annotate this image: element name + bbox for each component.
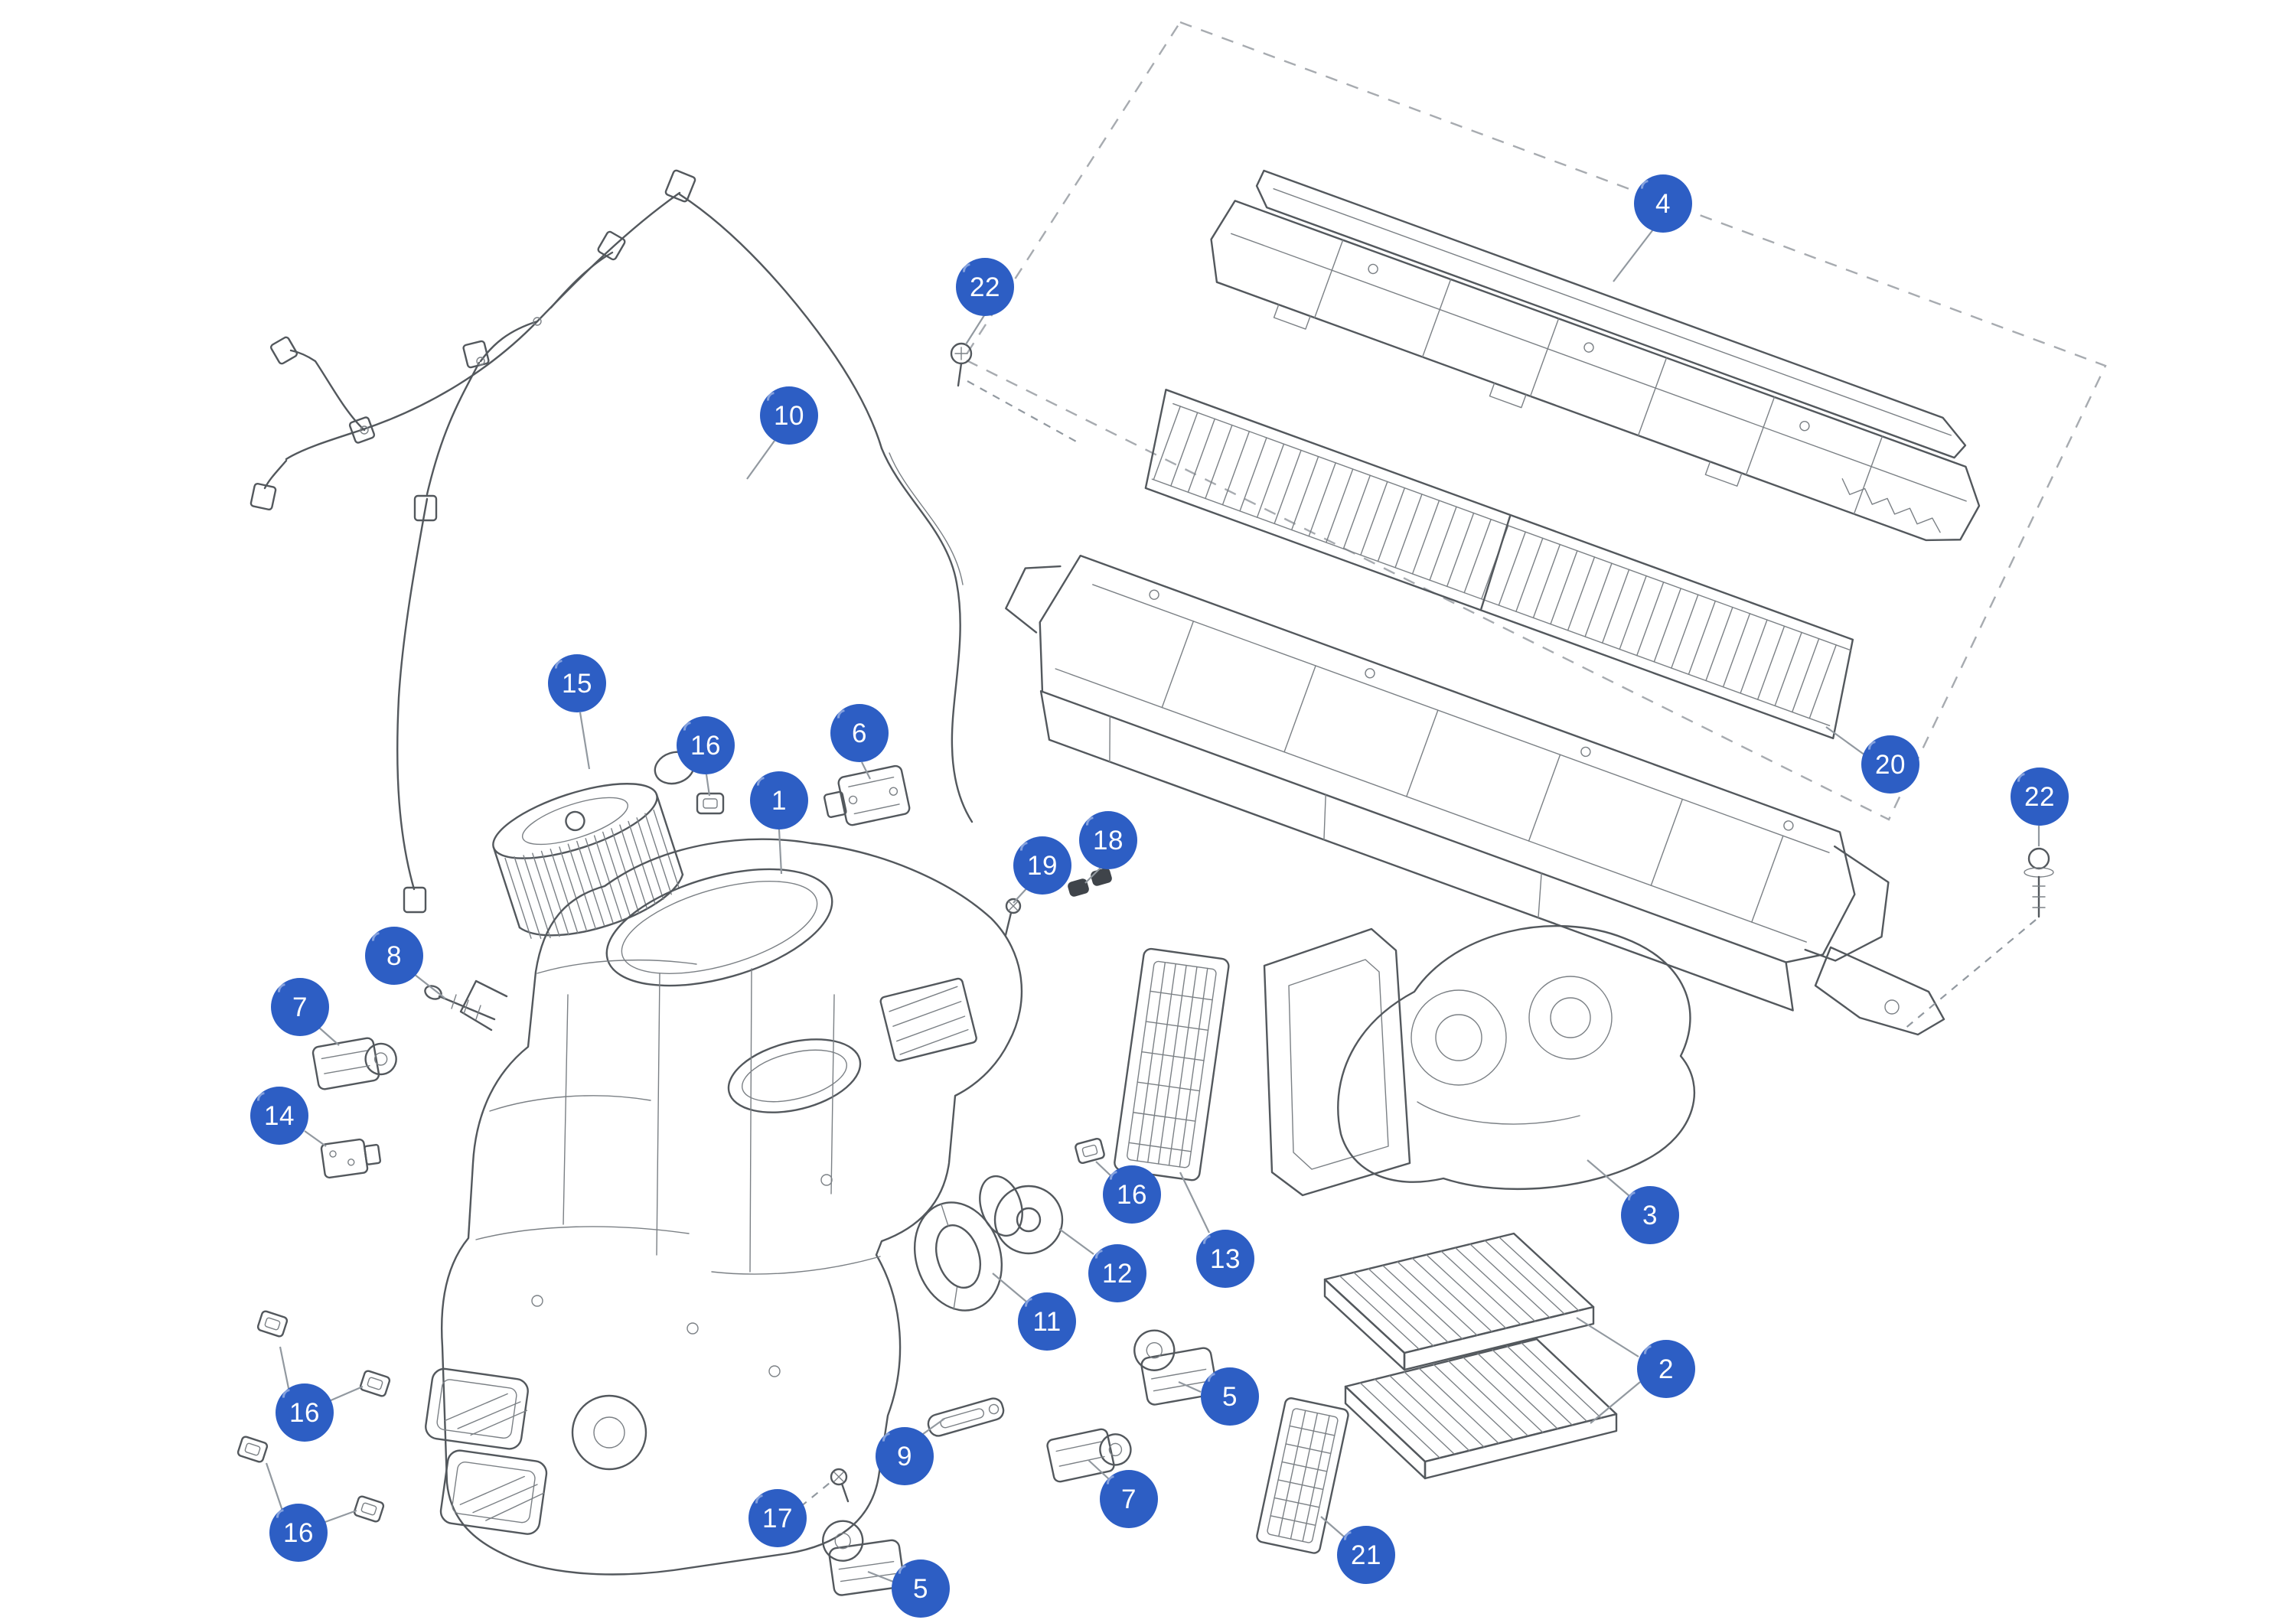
part-14-sensor-drawing [320, 1138, 382, 1179]
callout-13-15[interactable]: 13 [1196, 1230, 1254, 1288]
leader-lines [265, 229, 2040, 1583]
leader-line [778, 829, 783, 875]
part-6-module-drawing [823, 764, 911, 826]
leader-line [861, 761, 871, 780]
part-16-clip-drawing [353, 1495, 385, 1523]
leader-line [1058, 1228, 1094, 1255]
leader-line [992, 1273, 1027, 1302]
part-16-clip-drawing [696, 792, 725, 815]
end-bracket-drawing [1814, 946, 1945, 1036]
callout-5-26[interactable]: 5 [892, 1559, 950, 1618]
part-22-screw-drawing [950, 342, 973, 387]
leader-line [1088, 1459, 1110, 1480]
part-16-clip-drawing [236, 1436, 269, 1463]
leader-line [279, 1346, 291, 1393]
leader-line [1095, 1161, 1113, 1178]
part-11-foam-ring-drawing [913, 1201, 1003, 1312]
part-4-cowl-drawing [1210, 169, 1981, 542]
leader-line [1320, 1516, 1345, 1538]
callout-7-12[interactable]: 7 [271, 978, 329, 1036]
callout-8-11[interactable]: 8 [365, 927, 423, 985]
leader-line [318, 1027, 340, 1046]
leader-line [1587, 1159, 1630, 1197]
callout-10-2[interactable]: 10 [760, 386, 818, 445]
leader-line [413, 973, 446, 999]
leader-line-dashed [967, 380, 1078, 443]
part-7-actuator-drawing [1046, 1428, 1132, 1483]
part-7-actuator-drawing [311, 1037, 397, 1090]
part-9-bracket-drawing [927, 1397, 1005, 1437]
callout-7-23[interactable]: 7 [1100, 1470, 1158, 1528]
callout-16-25[interactable]: 16 [269, 1504, 328, 1562]
callout-18-8[interactable]: 18 [1079, 811, 1137, 869]
callout-15-3[interactable]: 15 [548, 654, 606, 712]
callout-16-14[interactable]: 16 [1103, 1165, 1161, 1224]
leader-line [965, 312, 987, 345]
leader-line [579, 712, 591, 770]
callout-21-27[interactable]: 21 [1337, 1526, 1395, 1584]
leader-line [1590, 1381, 1641, 1424]
part-13-panel-drawing [1114, 947, 1230, 1181]
part-15-blower-drawing [492, 751, 696, 939]
part-5-actuator-drawing [1133, 1329, 1218, 1406]
leader-line-dashed [800, 1482, 830, 1507]
leader-line [1178, 1380, 1202, 1393]
part-17-screw-drawing [830, 1468, 850, 1503]
callout-2-19[interactable]: 2 [1637, 1340, 1695, 1398]
part-19-screw-drawing [1004, 898, 1022, 937]
leader-line [867, 1570, 894, 1583]
callout-22-10[interactable]: 22 [2011, 768, 2069, 826]
leader-line [1613, 229, 1654, 282]
leader-line [304, 1130, 327, 1147]
part-22-screw-drawing [2024, 847, 2054, 918]
leader-line [1576, 1317, 1639, 1357]
part-16-clip-drawing [256, 1310, 289, 1338]
callout-14-13[interactable]: 14 [250, 1087, 308, 1145]
air-intake-housing-drawing [1005, 554, 1890, 1012]
callout-17-22[interactable]: 17 [748, 1489, 807, 1547]
part-20-filter-drawing [1144, 389, 1854, 740]
part-5-actuator-drawing [822, 1520, 905, 1596]
leader-line [922, 1418, 945, 1435]
leader-line [705, 774, 711, 797]
leader-line [1825, 726, 1866, 756]
part-3-duct-drawing [1263, 924, 1696, 1197]
leader-line [746, 440, 775, 480]
callout-20-9[interactable]: 20 [1861, 735, 1919, 794]
part-16-clip-drawing [359, 1370, 391, 1397]
part-2-filters-drawing [1323, 1232, 1618, 1480]
leader-line [265, 1462, 285, 1514]
part-10-harness-drawing [249, 169, 974, 914]
callout-16-4[interactable]: 16 [677, 716, 735, 774]
leader-line [322, 1509, 357, 1524]
callout-12-16[interactable]: 12 [1088, 1244, 1146, 1302]
leader-line [1179, 1172, 1210, 1234]
leader-line [328, 1385, 364, 1403]
callout-16-20[interactable]: 16 [276, 1383, 334, 1442]
callout-4-0[interactable]: 4 [1634, 174, 1692, 233]
callout-19-7[interactable]: 19 [1013, 836, 1071, 895]
callout-5-24[interactable]: 5 [1201, 1367, 1259, 1426]
callout-6-5[interactable]: 6 [830, 704, 889, 762]
exploded-group-boundary [962, 21, 2107, 821]
part-16-clip-drawing [1075, 1137, 1105, 1165]
callout-11-17[interactable]: 11 [1018, 1292, 1076, 1351]
callout-3-18[interactable]: 3 [1621, 1186, 1679, 1244]
callout-22-1[interactable]: 22 [956, 258, 1014, 316]
part-8-bolt-drawing [424, 985, 496, 1021]
part-1-hvac-housing-drawing [425, 838, 1023, 1576]
callout-9-21[interactable]: 9 [876, 1427, 934, 1485]
callout-1-6[interactable]: 1 [750, 771, 808, 829]
part-21-grille-drawing [1256, 1397, 1349, 1554]
part-12-grommet-drawing [979, 1175, 1064, 1255]
leader-line [1084, 865, 1104, 884]
